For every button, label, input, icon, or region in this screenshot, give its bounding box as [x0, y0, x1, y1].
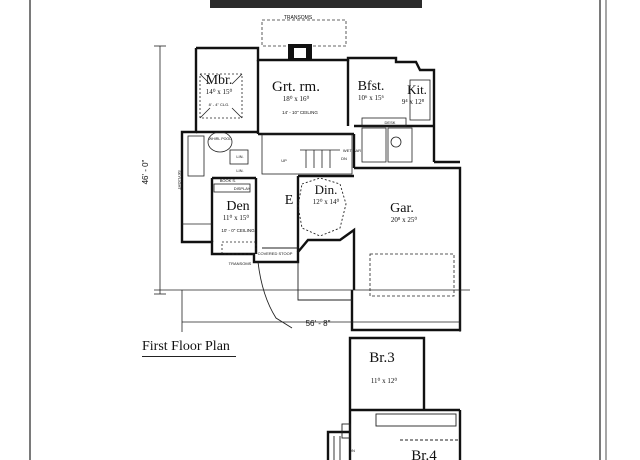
whirlpool-label: WHIRL POOL: [209, 137, 231, 141]
skylight-label: SKYLIGHT: [177, 170, 182, 190]
covered-stoop-label: COVERED STOOP: [258, 251, 293, 256]
header-bar: [210, 0, 422, 8]
room-gar-size: 20⁸ x 25⁰: [391, 216, 417, 224]
room-br3-name: Br.3: [369, 350, 394, 366]
display-label: DISPLAY: [234, 186, 251, 191]
desk-label: DESK: [385, 120, 396, 125]
foyer-label: E: [285, 193, 294, 208]
room-kit-size: 9⁴ x 12⁸: [402, 98, 425, 106]
second-floor-details: [333, 413, 460, 460]
width-dimension: 56' - 8": [306, 319, 331, 328]
second-floor-stair-down-label: DN: [349, 448, 355, 453]
stair-up-label: UP: [281, 158, 287, 163]
room-den-name: Den: [226, 199, 249, 214]
transoms-bottom-label: TRANSOMS: [229, 261, 252, 266]
covered-stoop: [257, 247, 352, 329]
room-grt-name: Grt. rm.: [272, 79, 320, 95]
caption-underline: [142, 356, 236, 357]
stair-down-label: DN: [341, 156, 347, 161]
room-grt-note: 14' - 10" CEILING: [282, 110, 318, 115]
dining-bay: [297, 177, 347, 237]
linen-label-upper: LIN.: [236, 154, 243, 159]
transoms-top-label: TRANSOMS: [284, 15, 313, 21]
room-din-name: Din.: [315, 182, 338, 197]
book-shelf-label: BOOK S.: [220, 178, 236, 183]
linen-label-lower: LIN.: [236, 168, 243, 173]
fireplace-opening: [294, 48, 306, 58]
dimension-lines: [154, 45, 470, 332]
room-mbr-size: 14⁰ x 15⁰: [206, 88, 233, 96]
wet-bar-label: WET BAR: [343, 148, 361, 153]
first-floor-plan-caption: First Floor Plan: [142, 339, 230, 354]
room-gar-name: Gar.: [390, 201, 414, 216]
room-den-size: 11⁰ x 15⁰: [223, 214, 250, 222]
room-den-note: 10' - 0" CEILING: [221, 228, 255, 233]
transoms-top-outline: [261, 19, 347, 47]
room-mbr-name: Mbr.: [206, 73, 233, 88]
room-kit-name: Kit.: [407, 82, 427, 97]
interior-details: [182, 73, 455, 297]
depth-dimension: 46' - 0": [141, 159, 150, 184]
room-br3-size: 11⁰ x 12⁰: [371, 377, 398, 385]
second-floor-walls: [326, 336, 462, 460]
room-din-size: 12⁰ x 14⁰: [313, 198, 340, 206]
room-bfst-name: Bfst.: [358, 79, 385, 94]
room-bfst-size: 10⁶ x 15⁶: [358, 94, 384, 102]
room-br4-name: Br.4: [411, 448, 437, 460]
room-mbr-note: 8' - 4" CLG.: [209, 102, 230, 107]
room-grt-size: 18⁰ x 16⁰: [283, 95, 310, 103]
